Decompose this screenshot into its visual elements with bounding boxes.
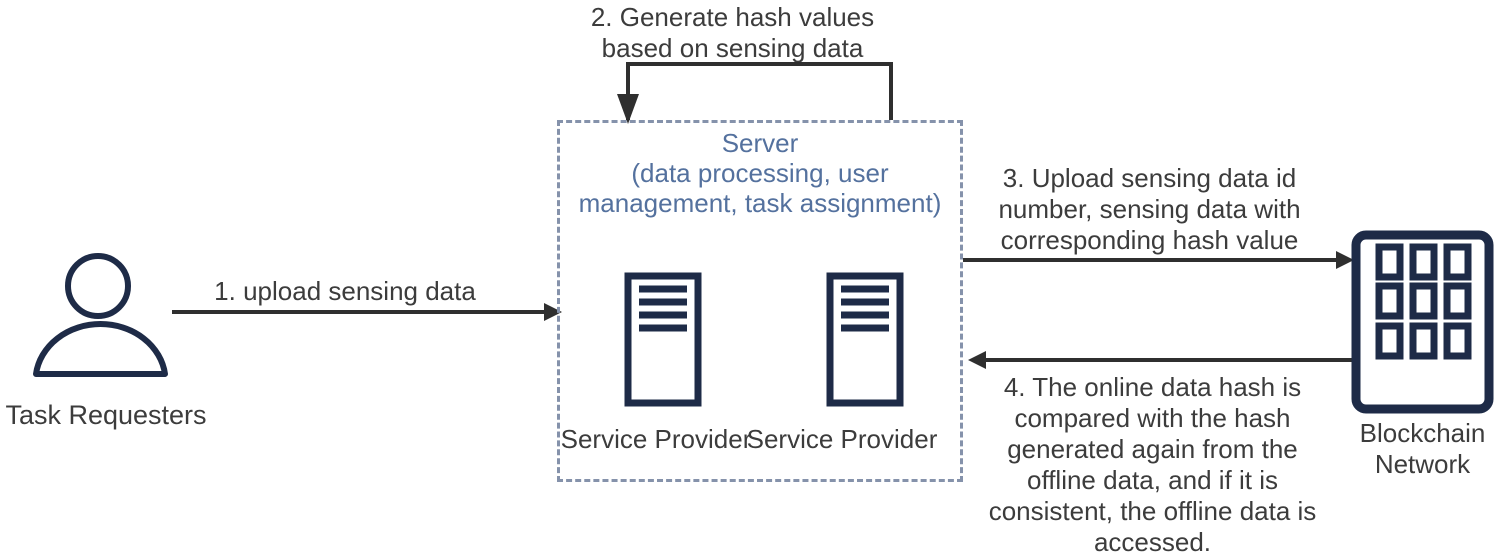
flow4-label-line5: consistent, the offline data is xyxy=(988,496,1317,526)
server-subtitle-line2: management, task assignment) xyxy=(578,188,942,218)
task-requesters-label: Task Requesters xyxy=(5,400,207,430)
building-icon xyxy=(1351,230,1494,414)
person-icon xyxy=(33,253,168,377)
flow2-loop-line xyxy=(626,62,893,120)
flow3-arrow-line xyxy=(963,258,1343,262)
flow4-label-line1: 4. The online data hash is xyxy=(1003,372,1302,402)
flow4-label-line3: generated again from the xyxy=(1007,434,1298,464)
flow4-arrowhead-icon xyxy=(968,351,986,369)
blockchain-label-line1: Blockchain xyxy=(1359,418,1486,448)
flow1-label: 1. upload sensing data xyxy=(214,276,476,306)
blockchain-network-label: Blockchain Network xyxy=(1345,418,1500,480)
flow3-label: 3. Upload sensing data id number, sensin… xyxy=(972,163,1327,256)
flow2-label-line1: 2. Generate hash values xyxy=(590,2,875,32)
flow4-label-line2: compared with the hash xyxy=(1014,403,1291,433)
flow1-arrow-line xyxy=(172,310,546,314)
flow2-arrowhead-icon xyxy=(617,94,639,124)
flow3-label-line2: number, sensing data with xyxy=(998,194,1301,224)
server-icon xyxy=(624,272,702,407)
server-subtitle-line1: (data processing, user xyxy=(631,158,889,188)
blockchain-label-line2: Network xyxy=(1374,449,1471,479)
flow3-label-line3: corresponding hash value xyxy=(1000,225,1299,255)
flow4-arrow-line xyxy=(986,358,1352,362)
flow3-label-line1: 3. Upload sensing data id xyxy=(1002,163,1297,193)
server-title-line: Server xyxy=(721,128,799,158)
flow3-arrowhead-icon xyxy=(1336,251,1354,269)
service-provider-label: Service Provider xyxy=(560,424,752,454)
server-box-title: Server (data processing, user management… xyxy=(557,128,963,218)
flow4-label: 4. The online data hash is compared with… xyxy=(955,372,1350,554)
server-icon xyxy=(826,272,904,407)
flow2-label: 2. Generate hash values based on sensing… xyxy=(560,2,905,64)
service-provider-label: Service Provider xyxy=(746,424,938,454)
flow2-label-line2: based on sensing data xyxy=(601,33,864,63)
flow4-label-line4: offline data, and if it is xyxy=(1026,465,1278,495)
server-box xyxy=(557,120,963,482)
flow4-label-line6: accessed. xyxy=(1093,527,1212,554)
